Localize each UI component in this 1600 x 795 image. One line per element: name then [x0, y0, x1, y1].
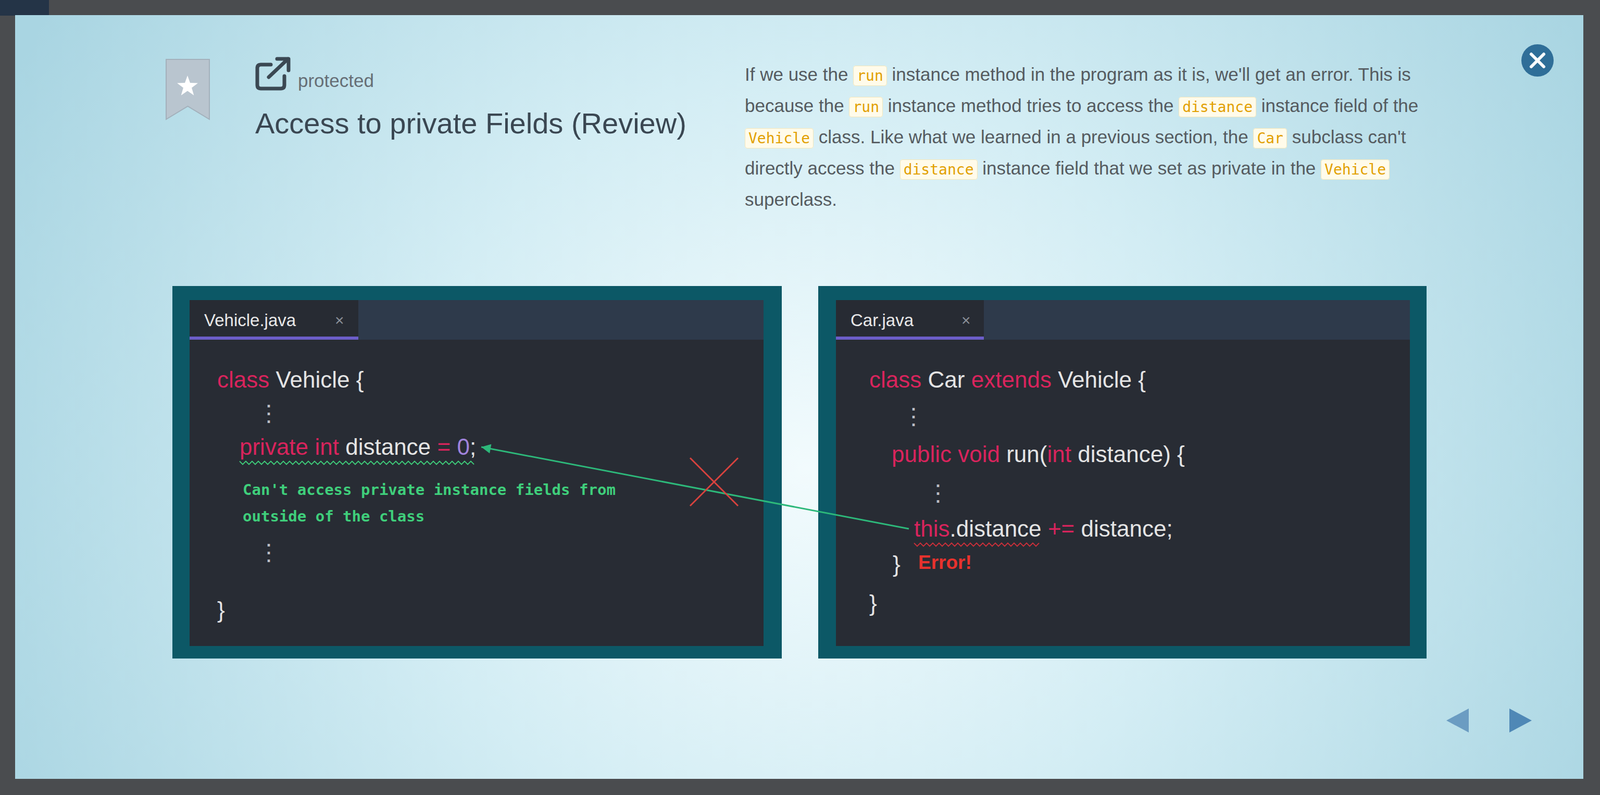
code-line: ⋮ — [902, 402, 925, 431]
external-link-arrow — [268, 58, 289, 78]
editor-panel: Car.java this.distance+=distance; — [818, 285, 1427, 659]
inline-code: distance — [900, 159, 978, 180]
warning-underline — [239, 460, 474, 465]
inline-code: Vehicle — [744, 128, 814, 149]
code-token: distance) { — [1077, 440, 1185, 469]
code-line: public voidrun(intdistance) { — [891, 440, 1185, 469]
code-token: Error! — [918, 551, 972, 574]
explanation-text: If we use the run instance method in the… — [744, 59, 1422, 215]
code-token: private — [239, 433, 309, 461]
inline-code: distance — [1178, 96, 1257, 118]
code-token: × — [961, 310, 971, 330]
code-token: this — [914, 515, 950, 543]
tab-close: × — [961, 310, 971, 330]
body-text: If we use the — [744, 64, 848, 85]
code-token: .distance — [949, 515, 1042, 543]
inline-code: run — [848, 96, 883, 118]
editor-ground — [835, 300, 1410, 646]
error-underline — [914, 542, 1040, 546]
code-token: × — [334, 310, 345, 330]
close-cross — [1531, 54, 1544, 67]
body-text: class. Like what we learned in a previou… — [818, 126, 1249, 147]
code-line: privateintdistance=0; — [234, 431, 482, 464]
code-token: Can't access private instance fields fro… — [242, 480, 616, 525]
code-token: class — [869, 366, 922, 394]
code-token: class — [217, 366, 270, 394]
code-token: public void — [891, 440, 1000, 469]
code-token: } — [217, 596, 225, 624]
slide-title: Access to private Fields (Review) — [255, 106, 687, 141]
code-token: ; — [469, 433, 477, 461]
code-line: } — [217, 596, 225, 624]
body-text: instance method tries to access the — [888, 95, 1174, 116]
code-token: run( — [1006, 440, 1047, 469]
code-token: ⋮ — [902, 402, 925, 431]
code-line: } — [869, 589, 878, 618]
code-token: += — [1047, 515, 1075, 543]
file-tab-title: Car.java — [850, 310, 914, 331]
code-line: } — [892, 550, 901, 579]
code-token: distance; — [1081, 515, 1173, 543]
tab-underline — [835, 336, 984, 340]
panel-frame — [172, 285, 782, 659]
code-token: 0 — [456, 433, 470, 461]
code-token: ⋮ — [257, 399, 281, 428]
modal-ground — [15, 15, 1584, 779]
code-token: distance — [345, 433, 431, 461]
code-token: ⋮ — [926, 479, 950, 507]
code-token: Vehicle { — [276, 366, 365, 394]
code-token: int — [1046, 440, 1071, 469]
tab-bar — [835, 300, 1410, 340]
code-token: Vehicle { — [1057, 366, 1146, 394]
panel-frame — [818, 285, 1427, 659]
editor-panel: Vehicle.java privateintdistance=0; — [172, 285, 782, 659]
file-tab-title: Vehicle.java — [204, 310, 296, 331]
code-line: classCarextendsVehicle { — [869, 366, 1146, 394]
bookmark-star — [177, 75, 198, 96]
tab-underline — [189, 336, 359, 340]
code-line: ⋮ — [257, 399, 281, 428]
close-button — [1521, 44, 1554, 77]
inline-code: Car — [1253, 128, 1287, 149]
code-line: ⋮ — [257, 538, 281, 567]
editor-ground — [189, 300, 764, 646]
code-token: ⋮ — [257, 538, 281, 567]
topic-tag: protected — [297, 70, 374, 92]
code-token: } — [892, 550, 901, 579]
tab-bar — [189, 300, 764, 340]
code-token: = — [436, 433, 451, 461]
code-token: extends — [971, 366, 1052, 394]
code-token: } — [869, 589, 878, 618]
inline-code: Vehicle — [1320, 159, 1390, 180]
page-corner — [0, 0, 49, 16]
code-token: int — [314, 433, 339, 461]
cross-mark — [690, 457, 739, 506]
next-arrow — [1509, 708, 1532, 733]
code-line: classVehicle { — [217, 366, 364, 394]
error-note: Can't access private instance fields fro… — [242, 476, 639, 530]
error-label: Error! — [918, 551, 972, 574]
tab-close: × — [334, 310, 345, 330]
prev-arrow — [1446, 708, 1469, 733]
code-token: Car — [928, 366, 966, 394]
body-text: instance field of the — [1261, 95, 1419, 116]
body-text: instance field that we set as private in… — [982, 157, 1316, 179]
body-text: superclass. — [744, 189, 837, 210]
code-line: this.distance+=distance; — [908, 513, 1179, 545]
code-line: ⋮ — [926, 479, 950, 507]
inline-code: run — [853, 65, 887, 86]
tab — [835, 300, 984, 340]
tab — [189, 300, 359, 340]
bookmark-icon — [166, 59, 210, 120]
